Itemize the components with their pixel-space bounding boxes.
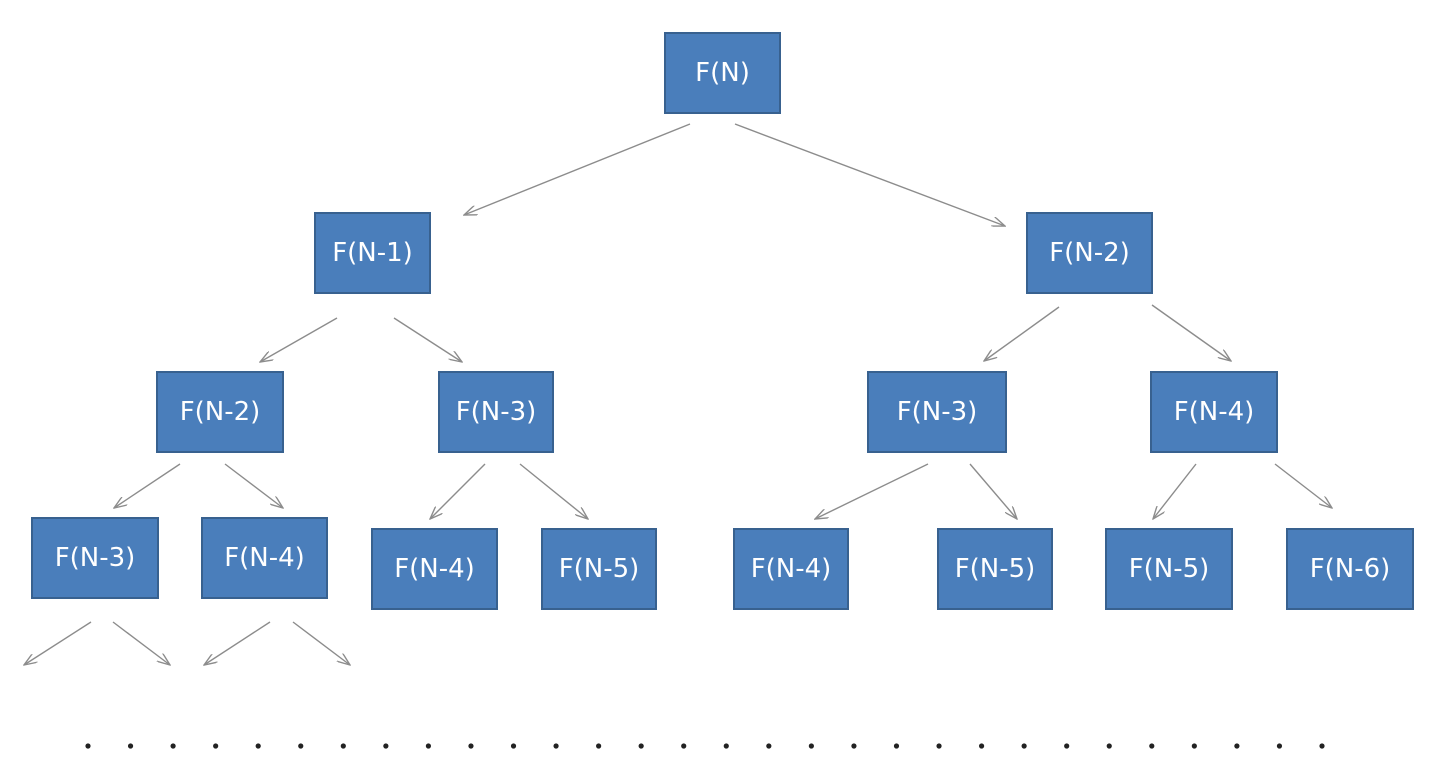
node-box xyxy=(438,371,554,453)
edge-arrow-l1ll-to-continuation xyxy=(112,621,170,665)
node-label: F(N-4) xyxy=(751,554,832,584)
node-box xyxy=(314,212,431,294)
edge-arrow-l1ll-to-continuation xyxy=(24,621,92,665)
tree-node-r1r: F(N-4) xyxy=(1150,371,1278,453)
continuation-dot xyxy=(510,743,517,749)
tree-node-l1: F(N-1) xyxy=(314,212,431,294)
edge-arrow-l1l-to-l1lr xyxy=(224,463,283,508)
node-label: F(N-4) xyxy=(224,543,305,573)
edge-arrow-r1-to-r1l xyxy=(984,306,1060,361)
node-box xyxy=(1105,528,1233,610)
node-label: F(N-1) xyxy=(332,238,413,268)
node-label: F(N-3) xyxy=(897,397,978,427)
node-box xyxy=(1286,528,1414,610)
node-box xyxy=(1150,371,1278,453)
node-box xyxy=(1026,212,1153,294)
edge-arrow-r1r-to-r1rl xyxy=(1153,463,1197,519)
tree-node-r1: F(N-2) xyxy=(1026,212,1153,294)
tree-node-l1ll: F(N-3) xyxy=(31,517,159,599)
edge-arrow-l1-to-l1r xyxy=(393,317,462,362)
continuation-dot xyxy=(1021,743,1027,749)
continuation-dot xyxy=(298,743,304,749)
continuation-dot xyxy=(1064,743,1070,749)
tree-node-r1ll: F(N-4) xyxy=(733,528,849,610)
tree-node-r1lr: F(N-5) xyxy=(937,528,1053,610)
node-label: F(N-4) xyxy=(394,554,475,584)
continuation-dot xyxy=(596,743,602,749)
continuation-dot xyxy=(1149,743,1155,749)
node-label: F(N-5) xyxy=(559,554,640,584)
node-box xyxy=(201,517,328,599)
node-box xyxy=(541,528,657,610)
continuation-dot xyxy=(1191,743,1197,749)
node-box xyxy=(937,528,1053,610)
continuation-dot xyxy=(85,743,91,749)
edge-arrow-r1l-to-r1ll xyxy=(815,463,929,519)
continuation-dot xyxy=(681,743,687,749)
node-label: F(N-3) xyxy=(55,543,136,573)
node-box xyxy=(31,517,159,599)
edge-arrow-r1l-to-r1lr xyxy=(969,463,1017,519)
continuation-dot xyxy=(468,743,474,749)
continuation-dot xyxy=(340,743,346,749)
node-label: F(N-3) xyxy=(456,397,537,427)
edges-layer xyxy=(24,123,1332,665)
continuation-dot xyxy=(978,743,985,749)
continuation-dot xyxy=(213,743,219,749)
node-box xyxy=(664,32,781,114)
node-label: F(N-4) xyxy=(1174,397,1255,427)
continuation-dot xyxy=(766,743,772,749)
continuation-dot xyxy=(723,743,729,749)
edge-arrow-l1r-to-l1rl xyxy=(430,463,486,519)
continuation-dot xyxy=(553,743,559,749)
edge-arrow-l1l-to-l1ll xyxy=(114,463,181,508)
tree-node-r1l: F(N-3) xyxy=(867,371,1007,453)
tree-node-l1l: F(N-2) xyxy=(156,371,284,453)
edge-arrow-r1r-to-r1rr xyxy=(1274,463,1332,508)
continuation-dot xyxy=(851,743,857,749)
continuation-dot xyxy=(1234,743,1240,749)
continuation-dot xyxy=(255,743,261,749)
continuation-dot xyxy=(808,743,814,749)
continuation-dot xyxy=(170,743,176,749)
node-box xyxy=(733,528,849,610)
tree-node-r1rl: F(N-5) xyxy=(1105,528,1233,610)
continuation-dot xyxy=(1106,743,1112,749)
tree-node-r1rr: F(N-6) xyxy=(1286,528,1414,610)
tree-node-l1r: F(N-3) xyxy=(438,371,554,453)
node-label: F(N-5) xyxy=(1129,554,1210,584)
node-box xyxy=(156,371,284,453)
edge-arrow-r1-to-r1r xyxy=(1151,304,1231,361)
continuation-dot xyxy=(638,743,644,749)
node-label: F(N) xyxy=(695,58,750,88)
continuation-dots xyxy=(85,743,1325,749)
continuation-dot xyxy=(1276,743,1283,749)
edge-arrow-l1lr-to-continuation xyxy=(292,621,350,665)
nodes-layer: F(N) F(N-1) F(N-2) F(N-2) F(N-3) F(N-3) F(N-4)… xyxy=(31,32,1414,610)
edge-arrow-root-to-r1 xyxy=(734,123,1005,226)
edge-arrow-l1r-to-l1rr xyxy=(519,463,588,519)
continuation-dot xyxy=(1319,743,1325,749)
edge-arrow-l1lr-to-continuation xyxy=(204,621,271,665)
continuation-dot xyxy=(936,743,942,749)
node-label: F(N-2) xyxy=(1049,238,1130,268)
continuation-dot xyxy=(127,743,134,749)
node-label: F(N-2) xyxy=(180,397,261,427)
edge-arrow-root-to-l1 xyxy=(464,123,691,215)
node-box xyxy=(867,371,1007,453)
tree-node-l1rr: F(N-5) xyxy=(541,528,657,610)
tree-node-root: F(N) xyxy=(664,32,781,114)
tree-node-l1lr: F(N-4) xyxy=(201,517,328,599)
continuation-dot xyxy=(893,743,900,749)
node-box xyxy=(371,528,498,610)
continuation-dot xyxy=(383,743,389,749)
edge-arrow-l1-to-l1l xyxy=(260,317,338,362)
tree-node-l1rl: F(N-4) xyxy=(371,528,498,610)
node-label: F(N-6) xyxy=(1310,554,1391,584)
continuation-dot xyxy=(425,743,432,749)
node-label: F(N-5) xyxy=(955,554,1036,584)
